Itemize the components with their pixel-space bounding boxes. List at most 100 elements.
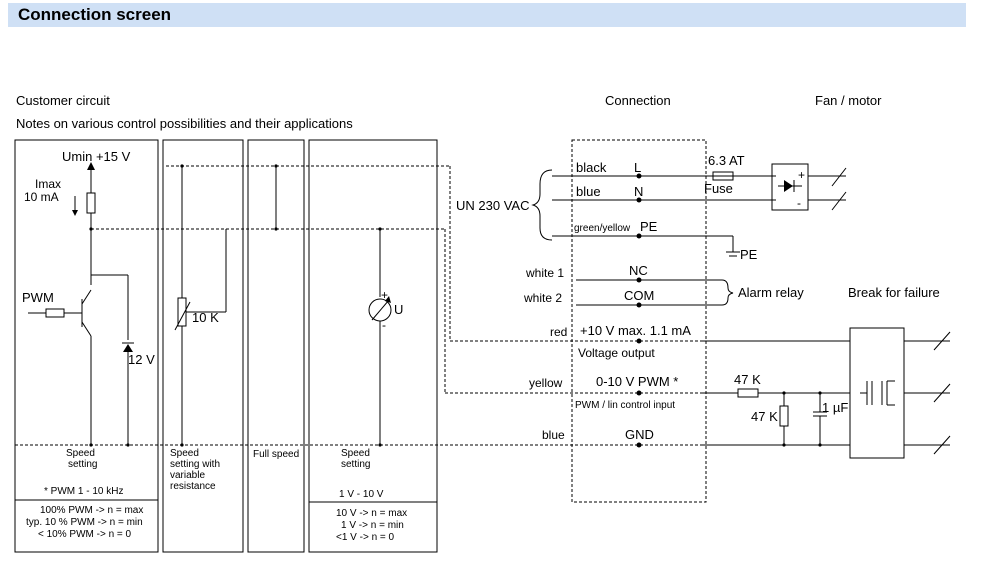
control-label: PWM / lin control input <box>575 400 675 411</box>
imax-arrowhead <box>72 210 78 216</box>
junction <box>818 443 822 447</box>
transistor-emitter <box>81 321 92 337</box>
supply-arrow <box>87 162 95 170</box>
junction <box>126 443 130 447</box>
wire-break-mark <box>933 435 951 455</box>
caption-box1-line2: setting <box>68 459 97 470</box>
wire-break-mark <box>933 383 951 403</box>
pot-adjust-line <box>174 301 191 331</box>
transistor-collector <box>81 289 92 305</box>
caption-box4-line2: setting <box>341 459 370 470</box>
caption-box2-line4: resistance <box>170 481 216 492</box>
connection-heading: Connection <box>605 93 671 108</box>
wire-blue: blue <box>576 184 601 199</box>
pin-NC: NC <box>629 263 648 278</box>
caption-box3: Full speed <box>253 449 299 460</box>
motor-box <box>771 163 809 211</box>
customer-circuit-heading: Customer circuit <box>16 93 110 108</box>
pwm-label: PWM <box>22 290 54 305</box>
pullup-resistor <box>86 192 96 214</box>
motor-minus: - <box>797 196 801 210</box>
page-title: Connection screen <box>18 5 172 24</box>
caption-box2-line3: variable <box>170 470 205 481</box>
caption-box1-line1: Speed <box>66 448 95 459</box>
pin-N: N <box>634 184 643 199</box>
base-resistor <box>45 308 65 318</box>
resistor-r2 <box>779 405 789 427</box>
junction <box>89 443 93 447</box>
zener-label: 12 V <box>128 352 155 367</box>
junction <box>378 227 382 231</box>
wire-white1: white 1 <box>525 266 564 280</box>
imax-label: Imax <box>35 177 61 191</box>
junction <box>180 164 184 168</box>
junction <box>274 164 278 168</box>
pwm-note-2: typ. 10 % PWM -> n = min <box>26 517 143 528</box>
junction <box>180 443 184 447</box>
pwm-note-1: 100% PWM -> n = max <box>40 505 143 516</box>
terminal-N <box>636 197 642 203</box>
terminal-PE <box>636 233 642 239</box>
fuse-label: Fuse <box>704 181 733 196</box>
box-pwm <box>14 139 159 553</box>
meter-minus: - <box>382 318 386 332</box>
voltage-note-3: <1 V -> n = 0 <box>336 532 395 543</box>
pin-PE: PE <box>640 219 658 234</box>
vout-label: Voltage output <box>578 346 655 360</box>
alarm-label: Alarm relay <box>738 285 804 300</box>
imax-value: 10 mA <box>24 190 59 204</box>
connection-block <box>571 139 707 503</box>
r1-label: 47 K <box>734 372 761 387</box>
pin-control: 0-10 V PWM * <box>596 374 678 389</box>
terminal-control <box>636 390 642 396</box>
voltage-range: 1 V - 10 V <box>339 489 384 500</box>
box-voltage <box>308 139 438 553</box>
fuse <box>712 171 734 181</box>
pwm-frequency: * PWM 1 - 10 kHz <box>44 486 123 497</box>
zener-diode <box>123 344 133 352</box>
fuse-rating: 6.3 AT <box>708 153 745 168</box>
terminal-vout <box>636 338 642 344</box>
pin-vout: +10 V max. 1.1 mA <box>580 323 691 338</box>
caption-box4-line1: Speed <box>341 448 370 459</box>
terminal-gnd <box>636 442 642 448</box>
voltmeter-needle <box>371 299 390 321</box>
junction <box>378 443 382 447</box>
meter-label: U <box>394 302 403 317</box>
supply-brace <box>531 169 553 241</box>
alarm-brace <box>721 279 734 306</box>
wire-green-yellow: green/yellow <box>574 223 631 234</box>
wire-break-mark <box>831 191 847 211</box>
wire-blue-gnd: blue <box>542 428 565 442</box>
pwm-note-3: < 10% PWM -> n = 0 <box>38 529 132 540</box>
break-label: Break for failure <box>848 285 940 300</box>
isolation-block <box>849 327 905 459</box>
notes-heading: Notes on various control possibilities a… <box>16 116 353 131</box>
meter-plus: + <box>381 288 388 302</box>
pin-L: L <box>634 160 641 175</box>
wire-break-mark <box>831 167 847 187</box>
voltage-note-1: 10 V -> n = max <box>336 508 407 519</box>
junction <box>782 443 786 447</box>
header-banner: Connection screen <box>8 3 966 27</box>
pin-gnd: GND <box>625 427 654 442</box>
wire-white2: white 2 <box>523 291 562 305</box>
fan-motor-heading: Fan / motor <box>815 93 882 108</box>
umin-label: Umin +15 V <box>62 149 131 164</box>
pin-COM: COM <box>624 288 654 303</box>
wire-yellow: yellow <box>529 376 563 390</box>
pe-ground-label: PE <box>740 247 758 262</box>
terminal-COM <box>636 302 642 308</box>
wire-red: red <box>550 325 567 339</box>
wire-black: black <box>576 160 607 175</box>
resistor-r1 <box>737 388 759 398</box>
r2-label: 47 K <box>751 409 778 424</box>
terminal-L <box>636 173 642 179</box>
pot-label: 10 K <box>192 310 219 325</box>
junction <box>89 227 93 231</box>
motor-plus: + <box>798 168 805 182</box>
box-full-speed <box>247 139 305 553</box>
voltmeter-needle-tip <box>385 296 391 303</box>
caption-box2-line2: setting with <box>170 459 220 470</box>
